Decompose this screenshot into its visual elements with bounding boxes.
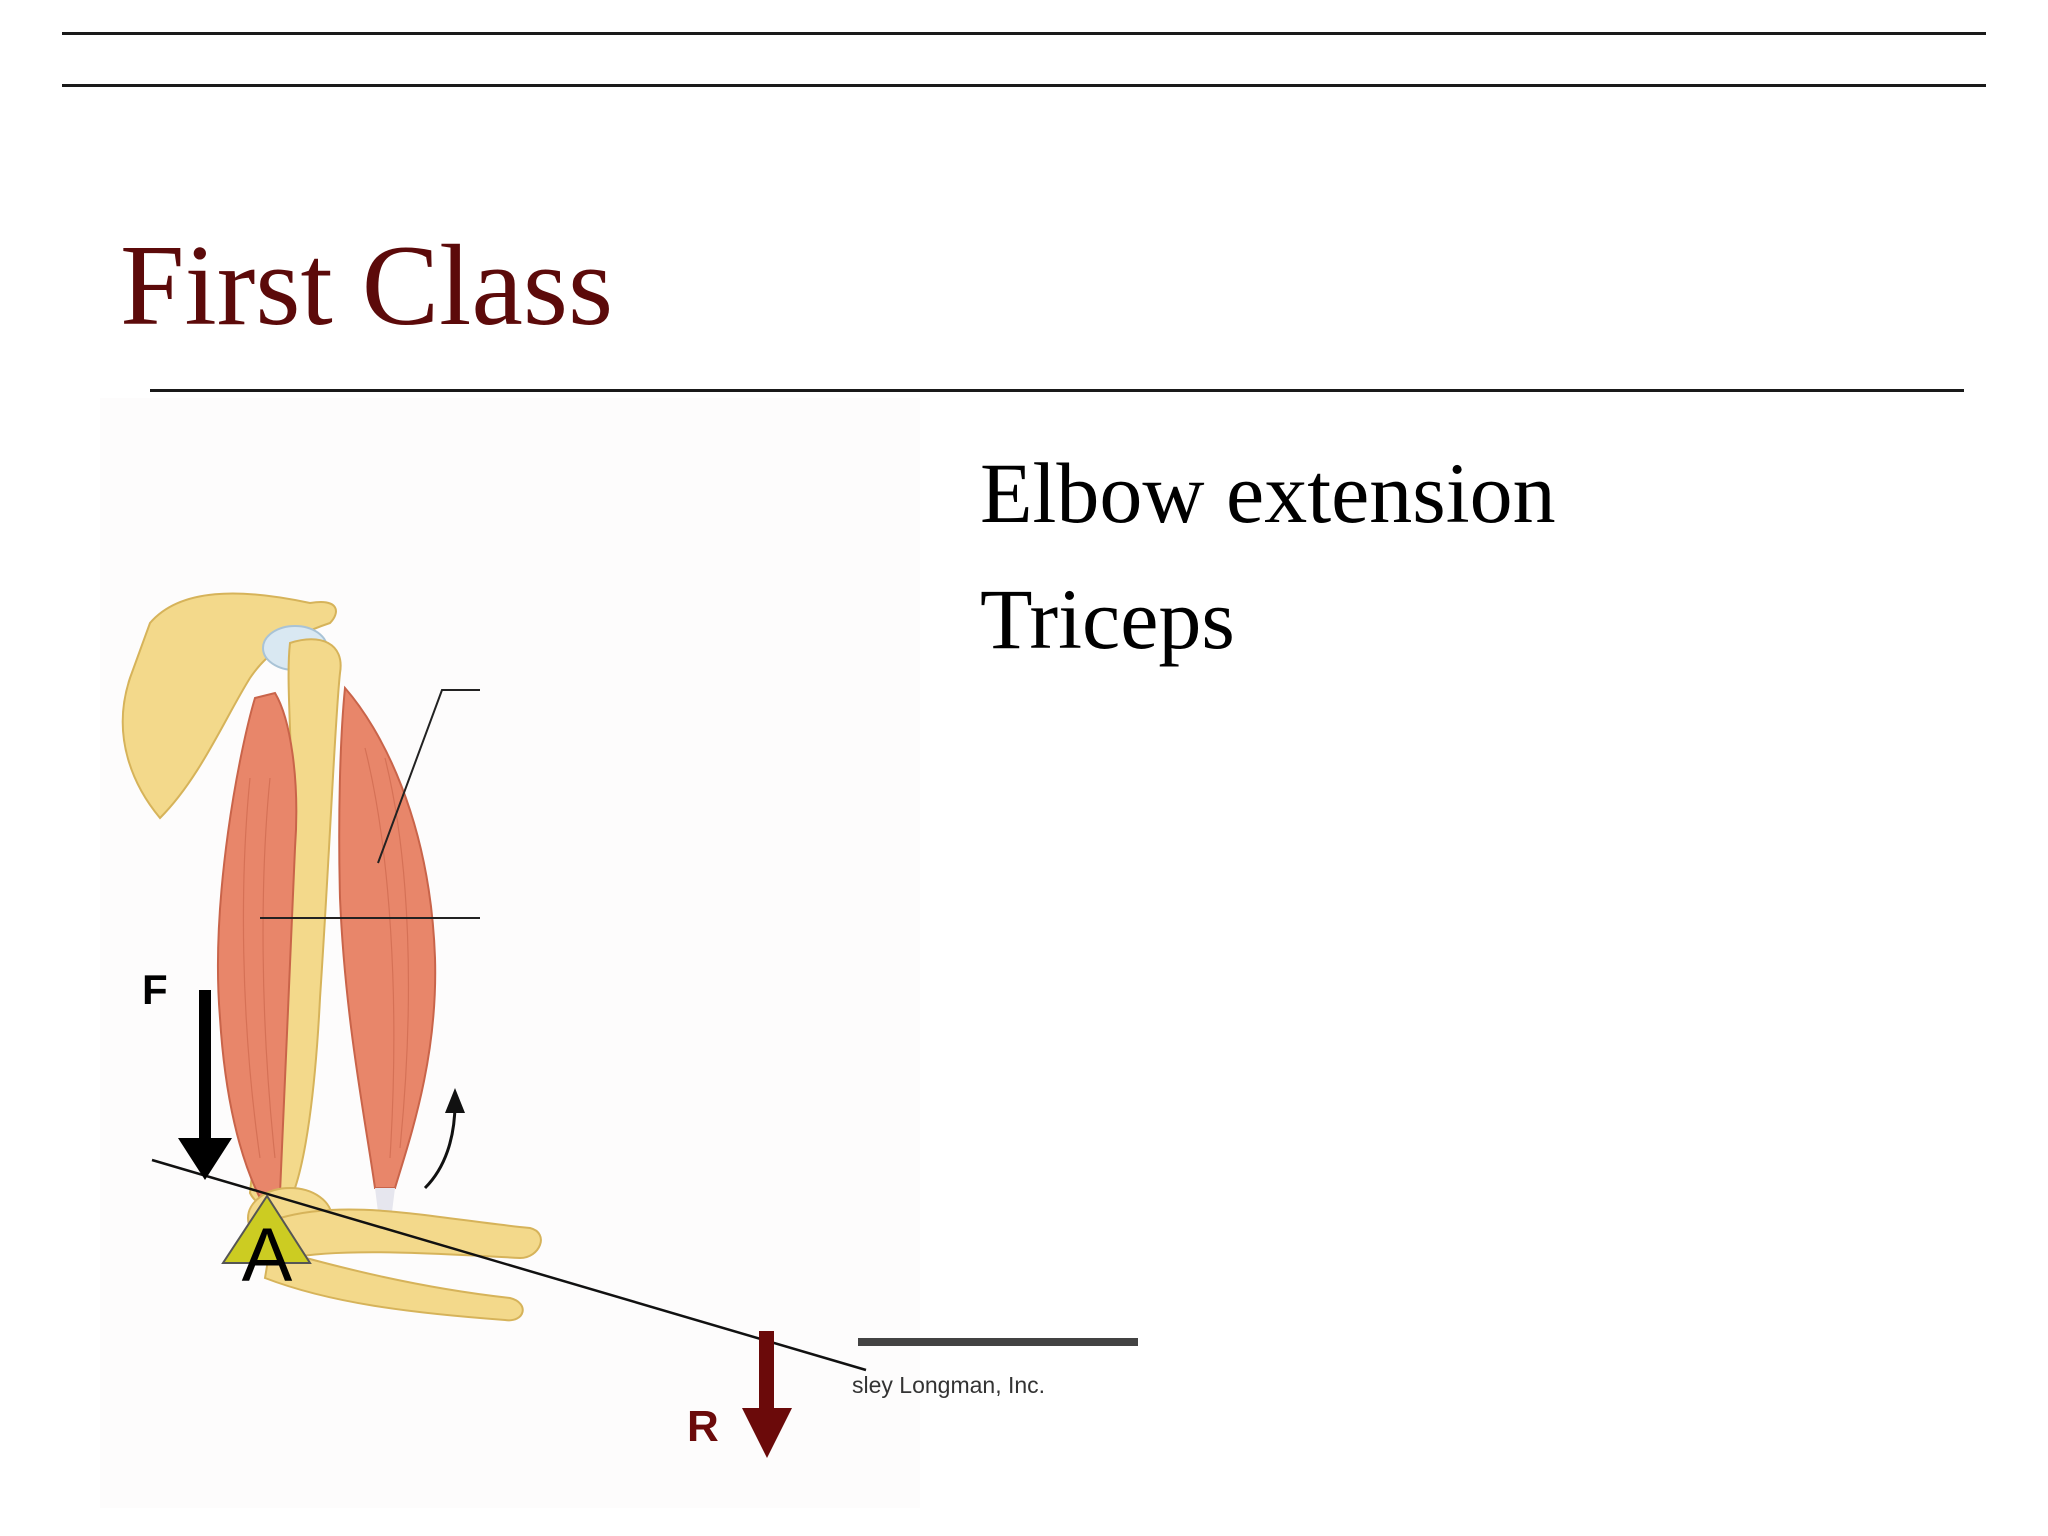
resistance-label: R xyxy=(687,1402,719,1451)
muscle-fibers xyxy=(242,747,410,1159)
force-arrow-shaft xyxy=(199,990,211,1140)
ulna-bone xyxy=(263,1246,524,1322)
motion-arrowhead-icon xyxy=(445,1088,465,1113)
bullet-item: Elbow extension xyxy=(878,430,1556,556)
title-underline xyxy=(150,389,1964,392)
bullet-text: Elbow extension xyxy=(980,445,1556,541)
resistance-arrowhead-icon xyxy=(742,1408,792,1458)
radius-bone xyxy=(278,1208,542,1260)
arm-lever-figure: F A R sley Longman, Inc. xyxy=(90,398,1170,1508)
slide-title: First Class xyxy=(120,222,614,350)
motion-arrow xyxy=(423,1102,457,1190)
lever-line xyxy=(151,1158,867,1372)
force-arrowhead-icon xyxy=(178,1138,232,1180)
label-leader-line xyxy=(377,689,480,864)
resistance-arrow-shaft xyxy=(759,1331,774,1411)
axis-label: A xyxy=(242,1213,293,1298)
copyright-credit: sley Longman, Inc. xyxy=(852,1372,1045,1398)
bullet-list: Elbow extension Triceps xyxy=(878,430,1556,682)
force-label: F xyxy=(142,966,168,1013)
bullet-text: Triceps xyxy=(980,571,1235,667)
arm-lever-illustration: F A R sley Longman, Inc. xyxy=(100,398,1138,1508)
top-border-line xyxy=(62,32,1986,35)
top-border-line-2 xyxy=(62,84,1986,87)
fulcrum-triangle-icon xyxy=(221,1194,312,1264)
cropped-caption-fragment xyxy=(858,1338,1138,1346)
